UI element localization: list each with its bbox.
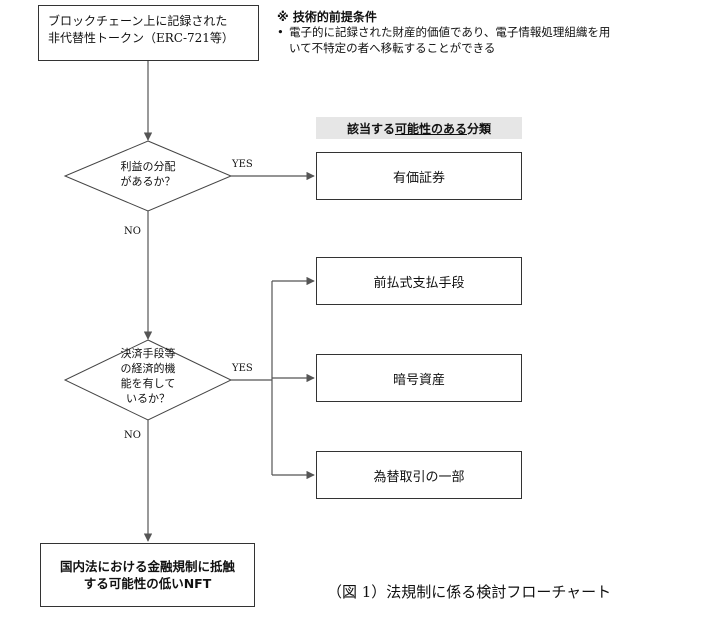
decision1-line2: があるか？: [120, 174, 176, 188]
decision2-line2: の経済的機: [120, 361, 176, 375]
decision2-text: 決済手段等 の経済的機 能を有して いるか？: [104, 347, 192, 406]
start-box: ブロックチェーン上に記録された 非代替性トークン（ERC-721等）: [38, 5, 259, 61]
note-body: • 電子的に記録された財産的価値であり、電子情報処理組織を用いて不特定の者へ移転…: [277, 25, 617, 56]
category-header-prefix: 該当する: [346, 121, 395, 136]
decision1-line1: 利益の分配: [120, 160, 176, 173]
category-header-underlined: 可能性のある: [394, 121, 467, 136]
note-text: 電子的に記録された財産的価値であり、電子情報処理組織を用いて不特定の者へ移転する…: [289, 25, 611, 55]
end-line1: 国内法における金融規制に抵触: [59, 558, 235, 574]
end-line2: する可能性の低いNFT: [83, 576, 212, 591]
no1-label: NO: [124, 226, 141, 237]
category-securities-box: 有価証券: [316, 152, 522, 200]
decision2-line4: いるか？: [126, 391, 170, 405]
decision1-text: 利益の分配 があるか？: [100, 160, 196, 190]
start-line2: 非代替性トークン（ERC-721等）: [48, 31, 234, 46]
category-crypto-label: 暗号資産: [392, 372, 445, 388]
yes2-label: YES: [232, 363, 253, 374]
category-fx-box: 為替取引の一部: [316, 451, 522, 499]
decision2-line3: 能を有して: [120, 376, 176, 390]
start-line1: ブロックチェーン上に記録された: [48, 14, 228, 28]
category-prepaid-label: 前払式支払手段: [373, 275, 465, 291]
category-fx-label: 為替取引の一部: [373, 469, 465, 485]
category-crypto-box: 暗号資産: [316, 354, 522, 402]
note-bullet: •: [277, 25, 284, 39]
no2-label: NO: [124, 430, 141, 441]
yes1-label: YES: [232, 159, 253, 170]
category-header: 該当する 可能性のある 分類: [316, 117, 522, 139]
end-box: 国内法における金融規制に抵触 する可能性の低いNFT: [40, 543, 255, 607]
category-securities-label: 有価証券: [392, 170, 445, 186]
decision2-line1: 決済手段等: [120, 347, 176, 360]
category-prepaid-box: 前払式支払手段: [316, 257, 522, 305]
figure-caption: （図 1）法規制に係る検討フローチャート: [327, 583, 612, 601]
category-header-suffix: 分類: [467, 121, 492, 136]
note-title: ※ 技術的前提条件: [277, 10, 377, 24]
